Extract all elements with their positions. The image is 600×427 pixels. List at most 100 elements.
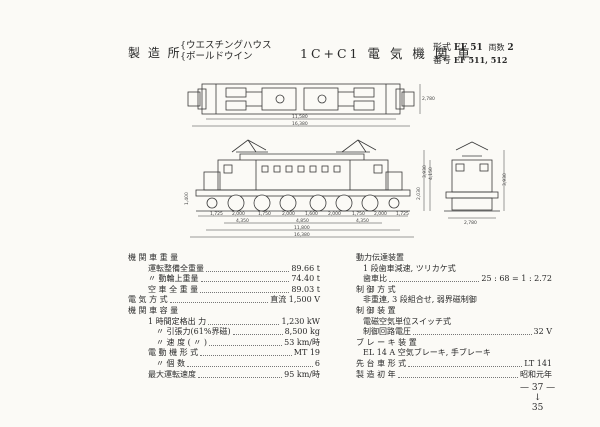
spec-value: 直流 1,500 V (270, 295, 320, 305)
side-dim-8: 2,000 (374, 211, 387, 217)
leader-dots (198, 371, 282, 378)
spec-label: 1 時間定格出 力 (148, 316, 207, 326)
side-sub-3: 4,350 (356, 218, 369, 224)
spec-label: 動力伝達装置 (356, 253, 404, 262)
spec-row: 〃 速 度 ( 〃 ) 53 km/時 (128, 338, 320, 349)
page-number-main: — 37 — (520, 383, 556, 393)
spec-value: 89.03 t (291, 284, 320, 294)
side-dim-4: 2,000 (282, 211, 295, 217)
spec-row: 制 御 方 式 (356, 285, 552, 296)
side-sub-2: 4,850 (296, 218, 309, 224)
spec-label: 〃 速 度 ( 〃 ) (156, 337, 207, 347)
spec-row: ブ レ ー キ 装 置 (356, 338, 552, 349)
spec-value: 95 km/時 (284, 369, 320, 379)
form-value: EF 51 (453, 43, 483, 53)
page-number-arrow: ↓ (533, 393, 542, 403)
spec-row: 機 関 車 容 量 (128, 306, 320, 317)
maker-label: 製 造 所 (128, 46, 182, 60)
spec-value: 89.66 t (291, 263, 320, 273)
spec-label: 歯車比 (363, 274, 387, 284)
locomotive-drawing: 11,580 16,380 2,780 1,725 2,000 1,750 2,… (184, 83, 508, 238)
leader-dots (408, 360, 522, 367)
spec-label: 〃 引張力(61%界磁) (156, 327, 231, 337)
top-dim-2: 16,380 (292, 121, 308, 127)
spec-label: 〃 動輪上重量 (148, 274, 199, 284)
spec-label: 電 動 機 形 式 (148, 348, 199, 358)
page-number-block: — 37 — ↓ 35 (520, 383, 555, 413)
front-height: 3,930 (502, 173, 508, 186)
side-dim-9: 1,725 (396, 211, 409, 217)
spec-row: 機 関 車 重 量 (128, 253, 320, 264)
spec-row: 電 動 機 形 式 MT 19 (128, 348, 320, 359)
leader-dots (233, 328, 283, 336)
leader-dots (200, 286, 289, 293)
spec-label: 制 御 方 式 (356, 284, 396, 294)
spec-row: 電 気 方 式 直流 1,500 V (128, 295, 320, 306)
spec-value: MT 19 (293, 348, 320, 358)
count-value: 2 (507, 43, 514, 53)
spec-row: 制 御 装 置 (356, 306, 552, 317)
leader-dots (200, 349, 292, 357)
spec-label: 製 造 初 年 (356, 369, 396, 379)
spec-label: 電磁空気単位スイッチ式 (363, 316, 451, 326)
leader-dots (209, 339, 282, 346)
leader-dots (170, 296, 268, 304)
maker-name-2: {ボールドウイン (180, 51, 253, 62)
spec-row: 〃 動輪上重量 74.40 t (128, 274, 320, 285)
side-height-3: 2,030 (416, 187, 422, 200)
side-dim-2: 2,000 (232, 211, 245, 217)
spec-row: 1 段歯車減速, ツリカケ式 (356, 264, 552, 275)
leader-dots (398, 371, 518, 378)
spec-label: 電 気 方 式 (128, 295, 168, 305)
side-height-1: 3,930 (422, 165, 428, 178)
side-total-1: 11,800 (294, 225, 310, 231)
side-dim-5: 1,600 (305, 211, 318, 217)
leader-dots (187, 360, 313, 367)
front-view (444, 141, 505, 219)
leader-dots (389, 275, 479, 283)
spec-row: 非重連, 3 段組合せ, 弱界磁制御 (356, 295, 552, 306)
number-value: EF 511, 512 (453, 55, 508, 65)
side-sub-1: 4,350 (236, 218, 249, 224)
top-dim-1: 11,580 (292, 114, 308, 120)
side-height-2: 4,150 (428, 167, 434, 180)
number-label: 番号 (433, 56, 452, 66)
spec-value: 昭和元年 (520, 369, 552, 379)
form-label: 形式 (433, 43, 452, 53)
spec-value: LT 141 (524, 358, 552, 368)
side-total-2: 16,380 (294, 232, 310, 238)
spec-value: 53 km/時 (284, 337, 320, 347)
spec-value: 74.40 t (291, 274, 320, 284)
spec-label: 機 関 車 重 量 (128, 253, 179, 262)
spec-label: 非重連, 3 段組合せ, 弱界磁制御 (363, 295, 477, 305)
side-dim-3: 1,750 (258, 211, 271, 217)
spec-row: EL 14 A 空気ブレーキ, 手ブレーキ (356, 348, 552, 359)
top-height: 2,780 (422, 96, 435, 102)
count-label: 両数 (488, 43, 505, 52)
spec-value: 32 V (533, 327, 553, 337)
leader-dots (413, 328, 532, 336)
spec-value: 8,500 kg (284, 327, 320, 337)
spec-label: EL 14 A 空気ブレーキ, 手ブレーキ (363, 348, 491, 358)
side-view (190, 139, 431, 238)
spec-row: 最大運転速度 95 km/時 (128, 370, 320, 381)
side-dim-1: 1,725 (210, 211, 223, 217)
maker-name-1: {ウエスチングハウス (180, 40, 272, 51)
spec-value: 6 (314, 358, 320, 368)
top-view (187, 83, 421, 127)
spec-label: 制 御 装 置 (356, 305, 396, 315)
spec-label: ブ レ ー キ 装 置 (356, 337, 417, 347)
spec-label: 最大運転速度 (148, 369, 196, 379)
wheel-diameter: 1,400 (184, 192, 190, 205)
side-dim-6: 2,000 (328, 211, 341, 217)
